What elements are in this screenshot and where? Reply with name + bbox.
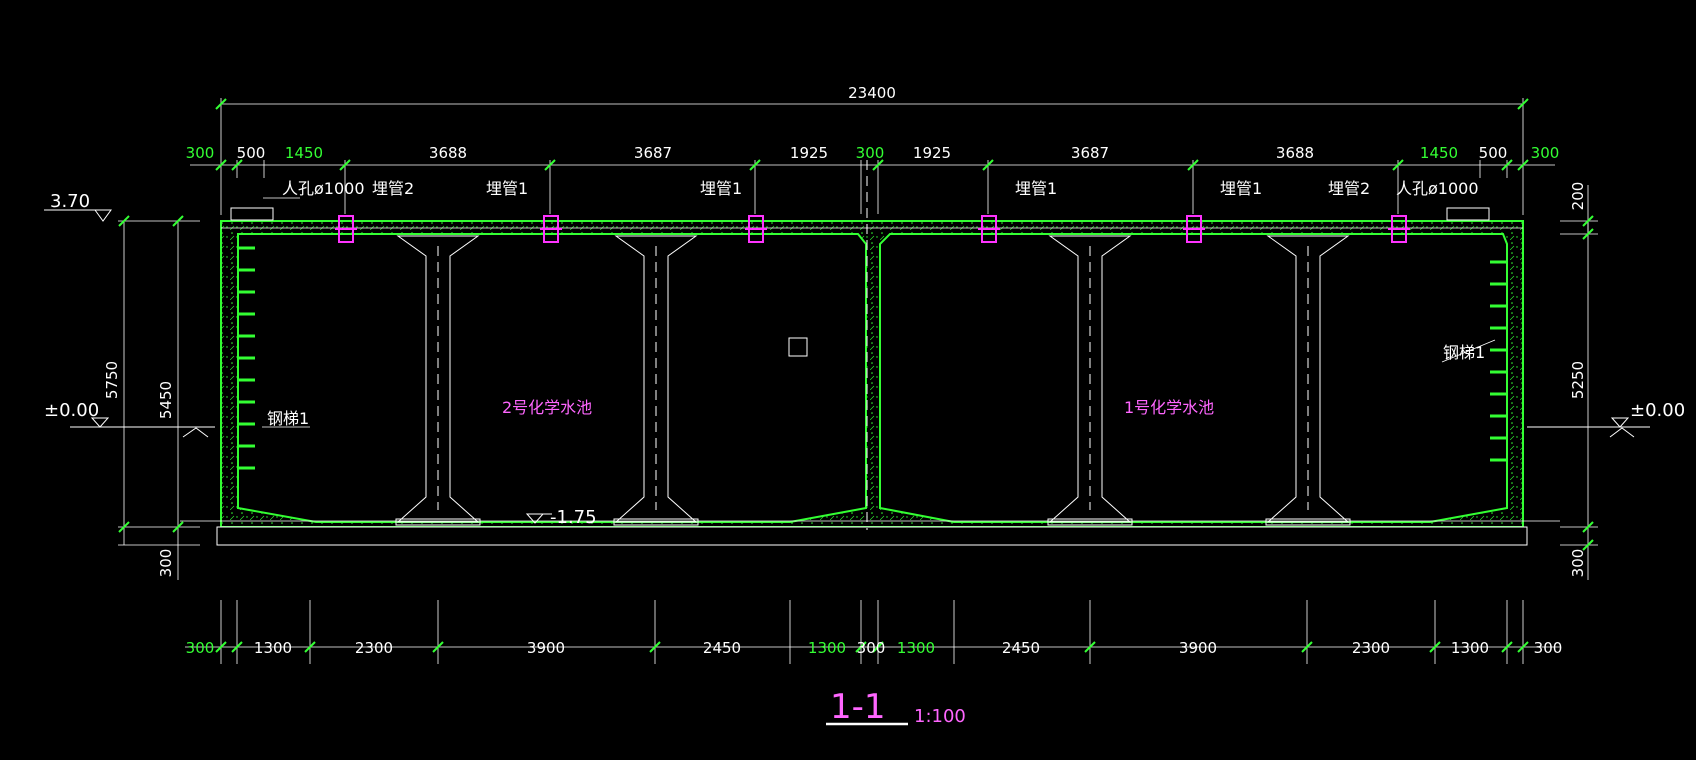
leader-lines <box>262 197 1496 428</box>
label-pipe-1-c: 埋管1 <box>1015 179 1057 198</box>
dim-bottom-7: 300 <box>857 639 886 657</box>
label-pipe-1-b: 埋管1 <box>700 179 742 198</box>
dim-top-5: 3687 <box>634 144 672 162</box>
ladder-left <box>238 246 255 470</box>
dim-bottom-1: 300 <box>186 639 215 657</box>
label-pool-right: 1号化学水池 <box>1124 398 1214 417</box>
dim-left-bottom: 300 <box>157 549 175 578</box>
label-pipe-2-left: 埋管2 <box>372 179 414 198</box>
dim-right-bottom: 300 <box>1569 549 1587 578</box>
dim-bottom-3: 2300 <box>355 639 393 657</box>
manholes <box>230 207 1490 221</box>
pipe-icon <box>1183 215 1205 243</box>
dim-top-11: 1450 <box>1420 144 1458 162</box>
chamber-right <box>879 233 1508 523</box>
label-manhole-right: 人孔ø1000 <box>1396 179 1479 198</box>
dim-bottom-4: 3900 <box>527 639 565 657</box>
label-pool-left: 2号化学水池 <box>502 398 592 417</box>
annotation-texts: 人孔ø1000 埋管2 埋管1 埋管1 埋管1 埋管1 埋管2 人孔ø1000 … <box>267 179 1485 428</box>
elev-ground-right: ±0.00 <box>1630 400 1685 421</box>
column-2 <box>613 235 699 526</box>
pipe-icon <box>745 215 767 243</box>
dim-bottom-8: 1300 <box>897 639 935 657</box>
dim-left-total: 5750 <box>103 361 121 399</box>
column-4 <box>1265 235 1351 526</box>
elevation-markers <box>44 209 1650 524</box>
dim-bottom-10: 3900 <box>1179 639 1217 657</box>
dim-bottom-6: 1300 <box>808 639 846 657</box>
dim-top-7: 300 <box>856 144 885 162</box>
small-square <box>788 337 808 357</box>
title-scale: 1:100 <box>914 706 966 727</box>
elev-top: 3.70 <box>50 191 90 212</box>
column-1 <box>395 235 481 526</box>
dim-left-inner: 5450 <box>157 381 175 419</box>
dim-overall: 23400 <box>848 84 896 102</box>
label-pipe-1-a: 埋管1 <box>486 179 528 198</box>
dim-right-inner: 5250 <box>1569 361 1587 399</box>
dimension-ticks <box>118 98 1594 653</box>
pipe-icon <box>978 215 1000 243</box>
dim-bottom-12: 1300 <box>1451 639 1489 657</box>
dim-bottom-9: 2450 <box>1002 639 1040 657</box>
ladder-right <box>1490 260 1507 462</box>
manhole-right-icon <box>1446 207 1490 221</box>
dim-top-12: 500 <box>1479 144 1508 162</box>
label-manhole-left: 人孔ø1000 <box>282 179 365 198</box>
label-ladder-right: 钢梯1 <box>1443 343 1485 362</box>
dim-top-6: 1925 <box>790 144 828 162</box>
section-title: 1-1 1:100 <box>830 687 966 727</box>
dim-bottom-13: 300 <box>1534 639 1563 657</box>
columns <box>395 160 1351 530</box>
label-ladder-left: 钢梯1 <box>267 409 309 428</box>
pipe-icon <box>540 215 562 243</box>
dim-top-1: 300 <box>186 144 215 162</box>
title-section: 1-1 <box>830 687 886 727</box>
dimension-lines <box>118 98 1598 664</box>
dim-top-2: 500 <box>237 144 266 162</box>
dim-bottom-5: 2450 <box>703 639 741 657</box>
dim-bottom-11: 2300 <box>1352 639 1390 657</box>
base-slab <box>216 526 1528 546</box>
pipe-icon <box>1388 215 1410 243</box>
dim-top-8: 1925 <box>913 144 951 162</box>
dim-top-13: 300 <box>1531 144 1560 162</box>
elev-ground-left: ±0.00 <box>44 400 99 421</box>
column-3 <box>1047 235 1133 526</box>
elev-pool-floor: -1.75 <box>550 507 597 528</box>
label-pipe-2-right: 埋管2 <box>1328 179 1370 198</box>
chamber-left <box>237 233 867 523</box>
label-pipe-1-d: 埋管1 <box>1220 179 1262 198</box>
dim-top-9: 3687 <box>1071 144 1109 162</box>
pipe-icon <box>335 215 357 243</box>
dim-top-3: 1450 <box>285 144 323 162</box>
dim-top-4: 3688 <box>429 144 467 162</box>
manhole-left-icon <box>230 207 274 221</box>
dim-top-10: 3688 <box>1276 144 1314 162</box>
dim-right-top: 200 <box>1569 182 1587 211</box>
dim-bottom-2: 1300 <box>254 639 292 657</box>
elevation-texts: 3.70 ±0.00 ±0.00 -1.75 <box>44 191 1685 528</box>
tank-structure <box>180 220 1560 546</box>
dimension-texts: 23400 300 500 1450 3688 3687 1925 300 19… <box>103 84 1587 657</box>
embedded-pipes <box>335 215 1410 243</box>
